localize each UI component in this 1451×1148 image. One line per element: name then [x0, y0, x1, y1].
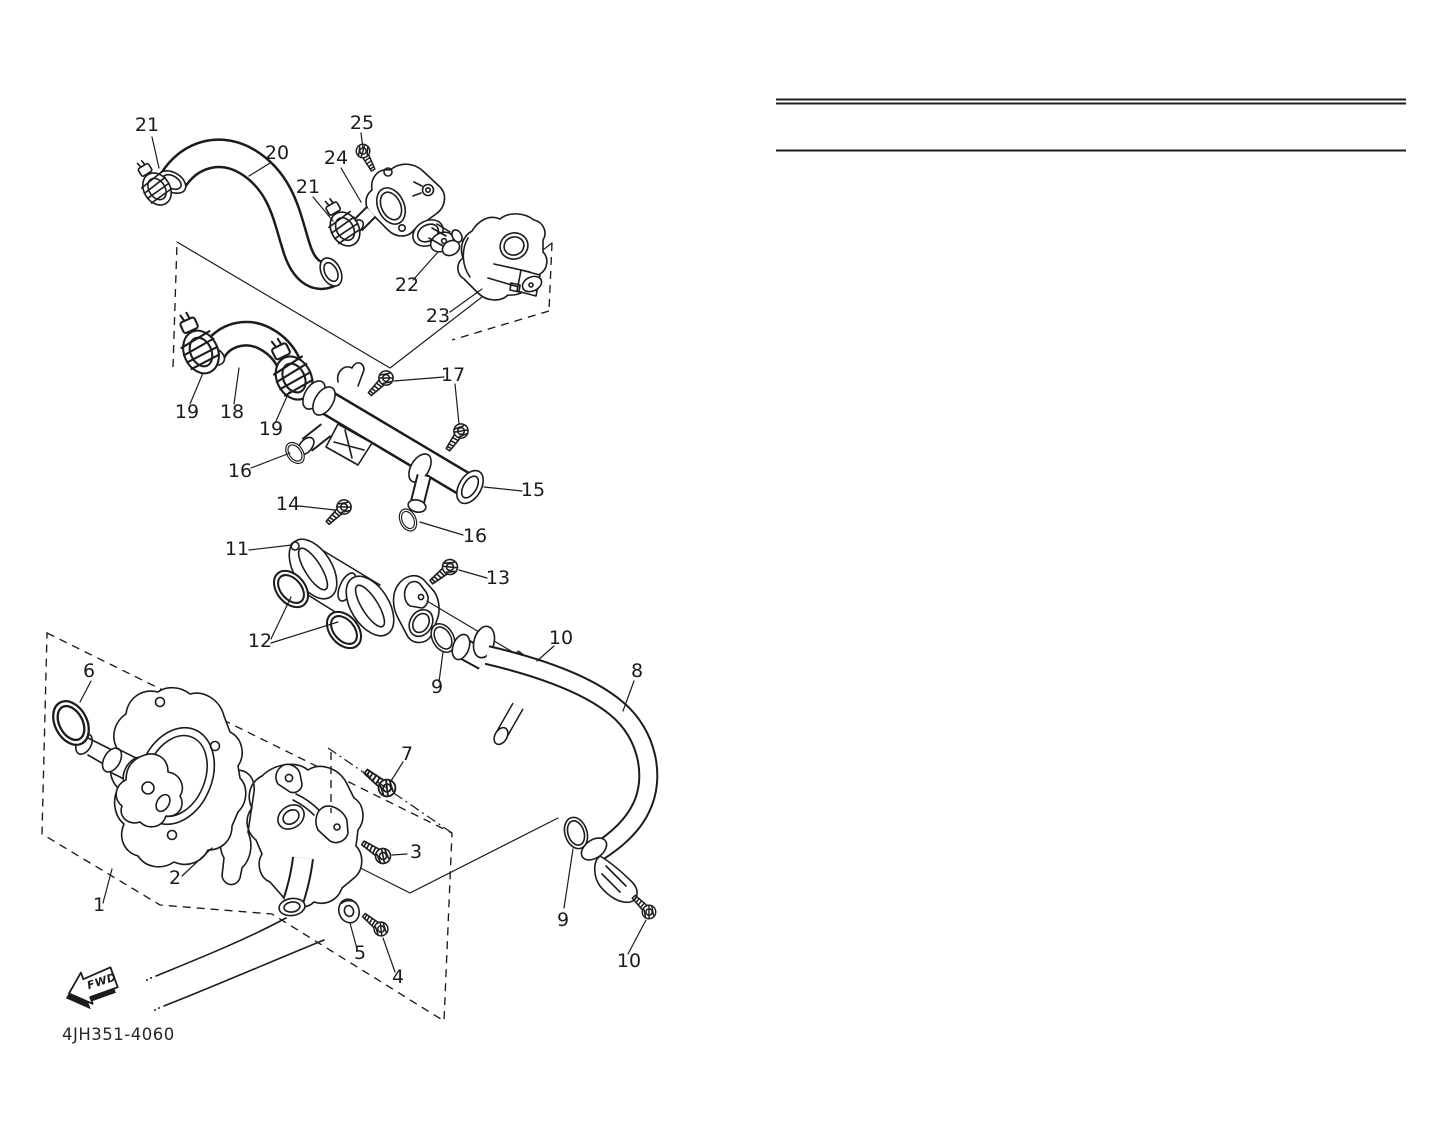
outlet-pipe-8 — [451, 625, 659, 904]
bolt-10-lower — [628, 891, 660, 923]
callout-16: 16 — [228, 460, 252, 482]
bolt-13 — [425, 555, 462, 589]
header-rules — [776, 98, 1406, 152]
callout-10: 10 — [617, 950, 641, 972]
callout-23: 23 — [426, 305, 450, 327]
bolt-3 — [357, 835, 395, 868]
callout-6: 6 — [83, 660, 95, 682]
callout-24: 24 — [324, 147, 348, 169]
bolt-25 — [353, 141, 380, 174]
pump-cover-assembly — [246, 763, 364, 917]
callout-13: 13 — [486, 567, 510, 589]
bolt-4 — [358, 909, 392, 940]
callout-19: 19 — [259, 418, 283, 440]
bottom-hose-tail — [146, 917, 325, 1011]
callout-8: 8 — [631, 660, 643, 682]
water-inlet-housing-23 — [457, 213, 548, 301]
callout-18: 18 — [220, 401, 244, 423]
callout-21: 21 — [135, 114, 159, 136]
callout-4: 4 — [392, 966, 404, 988]
outlet-hose-20 — [157, 138, 343, 291]
callout-5: 5 — [354, 942, 366, 964]
bolt-7 — [359, 763, 400, 801]
joint-pipe-15 — [297, 362, 485, 514]
bolt-14 — [321, 496, 355, 529]
callout-19: 19 — [175, 401, 199, 423]
callout-25: 25 — [350, 112, 374, 134]
joint-manifold-11 — [288, 538, 517, 655]
callout-12: 12 — [248, 630, 272, 652]
callout-2: 2 — [169, 867, 181, 889]
callout-11: 11 — [225, 538, 249, 560]
callout-15: 15 — [521, 479, 545, 501]
callout-9: 9 — [431, 676, 443, 698]
thermostat-22 — [412, 219, 463, 257]
part-code: 4JH351-4060 — [62, 1025, 175, 1044]
callout-9: 9 — [557, 909, 569, 931]
callout-10: 10 — [549, 627, 573, 649]
callout-17: 17 — [441, 364, 465, 386]
fwd-arrow: FWD — [65, 966, 119, 1010]
washer-5 — [337, 898, 361, 924]
callout-14: 14 — [276, 493, 300, 515]
callout-21: 21 — [296, 176, 320, 198]
callout-7: 7 — [401, 743, 413, 765]
callout-3: 3 — [410, 841, 422, 863]
callout-22: 22 — [395, 274, 419, 296]
bolt-17-a — [364, 367, 397, 400]
thermostat-cover-24 — [347, 163, 446, 237]
callout-20: 20 — [265, 142, 289, 164]
leader-lines — [79, 132, 647, 973]
callout-16: 16 — [463, 525, 487, 547]
section-dash-lines — [327, 747, 453, 834]
bolt-17-b — [441, 420, 472, 455]
impeller-shaft-assembly — [75, 733, 184, 828]
fwd-arrow-shape — [68, 966, 119, 1005]
callout-1: 1 — [93, 894, 105, 916]
